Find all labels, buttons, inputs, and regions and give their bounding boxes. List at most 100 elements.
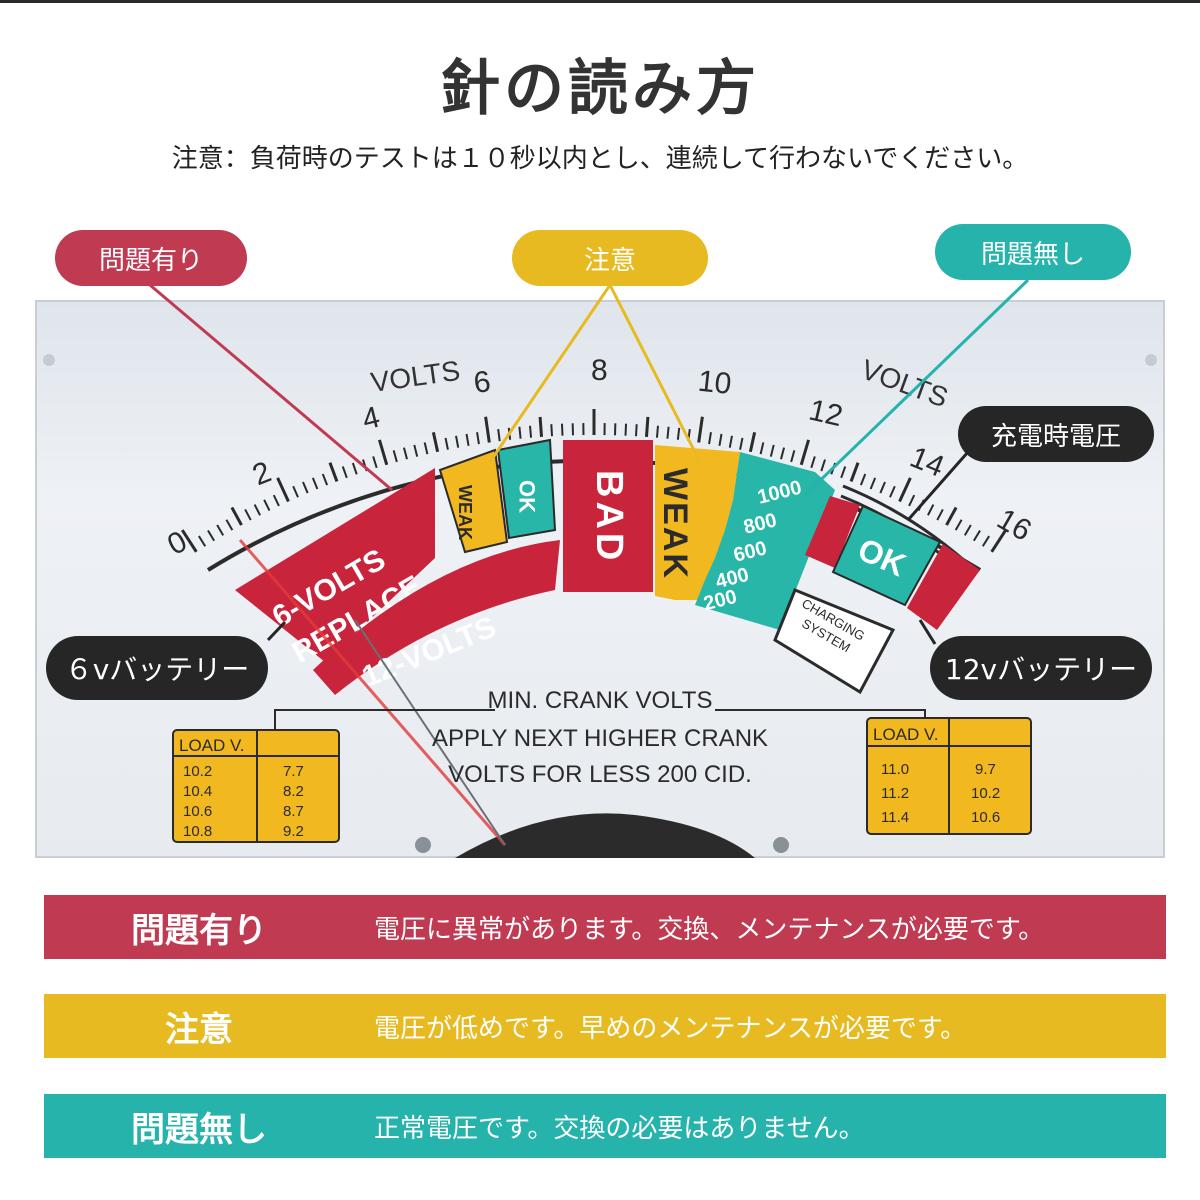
legend-row-ok: 問題無し 正常電圧です。交換の必要はありません。	[44, 1094, 1166, 1158]
scale-tick	[321, 473, 329, 486]
ok-small-label: OK	[515, 480, 540, 513]
weak-big-label: WEAK	[656, 468, 694, 580]
scale-tick	[945, 506, 958, 526]
scale-tick	[311, 477, 319, 490]
scale-tick	[718, 433, 723, 446]
scale-tick	[181, 529, 198, 553]
scale-tick	[550, 424, 554, 437]
callout-charging-voltage: 充電時電圧	[958, 406, 1154, 462]
meter-needle	[238, 539, 507, 846]
legend-desc: 正常電圧です。交換の必要はありません。	[374, 1113, 865, 1144]
svg-text:9.2: 9.2	[283, 823, 304, 840]
scale-tick	[497, 429, 501, 442]
apply-line1: APPLY NEXT HIGHER CRANK	[432, 725, 768, 752]
apply-line2: VOLTS FOR LESS 200 CID.	[448, 761, 752, 788]
scale-label: 8	[591, 354, 608, 387]
charge-red-zone-right	[907, 544, 980, 630]
scale-tick	[879, 481, 886, 494]
scale-tick	[225, 519, 234, 531]
scale-tick	[859, 473, 867, 486]
callout-12v-battery: 12vバッテリー	[930, 636, 1152, 700]
scale-tick	[518, 426, 522, 439]
scale-tick	[898, 477, 912, 503]
scale-tick	[936, 509, 944, 521]
charge-ok-zone	[831, 504, 942, 607]
legend-desc: 電圧に異常があります。交換、メンテナンスが必要です。	[374, 914, 1045, 945]
scale-tick	[292, 485, 299, 498]
scale-tick	[328, 462, 339, 482]
scale-tick	[431, 431, 440, 453]
meter-face: 0 2 4 6 8 10 12 14 16 VOLTS VOLTS 6-VOLT…	[43, 354, 1157, 858]
svg-text:11.4: 11.4	[881, 809, 909, 826]
scale-label: 14	[905, 441, 948, 484]
scale-tick	[529, 425, 533, 438]
scale-tick	[963, 524, 972, 536]
scale-tick	[739, 437, 744, 450]
scale-tick	[676, 427, 681, 440]
page-title: 針の読み方	[440, 54, 760, 124]
scale-tick	[666, 426, 670, 439]
charge-red-zone-left	[805, 496, 860, 568]
callout-ok: 問題無し	[935, 224, 1131, 280]
svg-text:10.6: 10.6	[971, 809, 1000, 826]
scale-tick	[981, 535, 990, 547]
scale-tick	[402, 447, 408, 460]
legend-label: 注意	[165, 1009, 233, 1050]
scale-tick	[230, 506, 243, 526]
callout-problem: 問題有り	[55, 230, 247, 286]
scale-tick	[769, 444, 775, 457]
svg-text:10.4: 10.4	[183, 783, 212, 800]
scale-tick	[465, 433, 470, 446]
weak-big-zone	[655, 445, 740, 600]
scale-tick	[810, 456, 816, 469]
scale-label: 2	[248, 455, 276, 492]
notice-text: 注意：負荷時のテストは１０秒以内とし、連続して行わないでください。	[171, 144, 1029, 174]
bad-label: BAD	[588, 470, 630, 564]
svg-text:11.2: 11.2	[881, 785, 909, 802]
scale-tick	[790, 450, 796, 463]
scale-tick	[484, 416, 491, 443]
scale-tick	[207, 529, 216, 542]
min-crank-label: MIN. CRANK VOLTS	[488, 687, 713, 714]
svg-text:8.7: 8.7	[283, 803, 304, 820]
scale-tick	[687, 429, 691, 442]
legend-row-problem: 問題有り 電圧に異常があります。交換、メンテナンスが必要です。	[44, 895, 1166, 959]
legend-label: 問題有り	[131, 910, 267, 951]
volts-label-right: VOLTS	[857, 354, 952, 414]
weak-small-label: WEAK	[455, 485, 475, 540]
load-table-left: LOAD V. 10.2 7.7 10.4 8.2 10.6 8.7 10.8 …	[172, 729, 340, 843]
scale-tick	[507, 427, 512, 440]
svg-text:10.6: 10.6	[183, 803, 212, 820]
load-table-right: LOAD V. 11.0 9.7 11.2 10.2 11.4 10.6	[866, 717, 1032, 835]
six-volts-band	[235, 468, 435, 662]
scale-tick	[263, 499, 271, 511]
cid-zone	[695, 452, 835, 630]
scale-tick	[272, 494, 280, 507]
svg-text:7.7: 7.7	[283, 763, 304, 780]
scale-tick	[392, 450, 398, 463]
scale-tick	[655, 425, 659, 438]
svg-text:10.2: 10.2	[183, 763, 212, 780]
screw-icon	[1145, 354, 1157, 366]
scale-tick	[444, 437, 449, 450]
scale-tick	[216, 524, 225, 536]
screw-icon	[415, 837, 431, 853]
scale-tick	[780, 447, 786, 460]
svg-text:10.8: 10.8	[183, 823, 212, 840]
scale-tick	[917, 499, 925, 511]
scale-tick	[377, 439, 389, 466]
scale-tick	[927, 504, 935, 516]
scale-tick	[908, 494, 916, 507]
callout-caution: 注意	[512, 230, 708, 286]
scale-tick	[830, 462, 837, 475]
scale-tick	[276, 477, 290, 503]
scale-tick	[708, 432, 712, 445]
scale-tick	[697, 416, 704, 443]
scale-label: 6	[472, 365, 493, 400]
scale-tick	[634, 424, 638, 437]
bad-zone	[563, 440, 653, 592]
scale-tick	[351, 462, 358, 475]
load-header-left: LOAD V.	[179, 736, 245, 755]
volts-label-left: VOLTS	[369, 355, 462, 398]
weak-small-zone	[438, 448, 509, 554]
